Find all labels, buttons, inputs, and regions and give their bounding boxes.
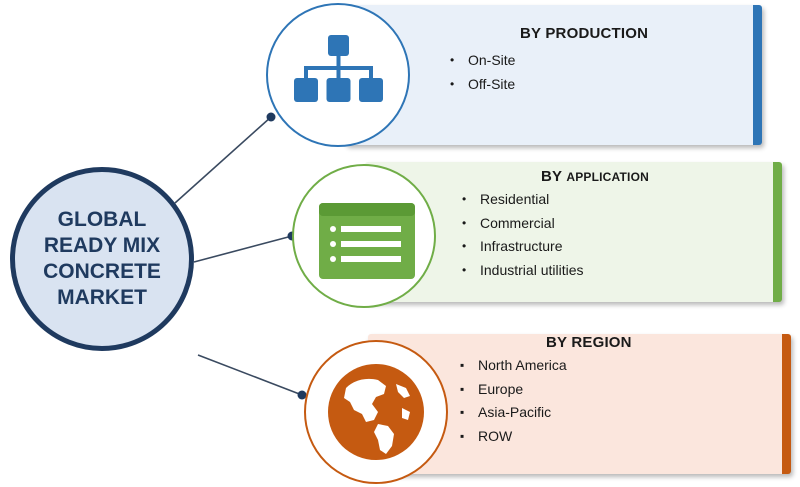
production-title: BY PRODUCTION — [520, 25, 649, 42]
application-icon-circle — [292, 164, 436, 308]
list-icon — [319, 203, 415, 279]
list-item: ▪North America — [460, 357, 567, 373]
connector-region — [197, 354, 303, 396]
list-item: ▪ROW — [460, 427, 513, 444]
region-icon-circle — [304, 340, 448, 484]
connector-dot-region — [297, 390, 307, 400]
region-list: ▪North America ▪Europe ▪Asia-Pacific ▪RO… — [460, 354, 567, 448]
list-item: •Commercial — [462, 214, 555, 231]
list-item: •Infrastructure — [462, 238, 563, 254]
list-item: •On-Site — [450, 52, 516, 68]
globe-icon — [328, 364, 424, 460]
hub-title: GLOBAL READY MIX CONCRETE MARKET — [43, 208, 161, 309]
list-item: ▪Europe — [460, 380, 524, 397]
production-list: •On-Site •Off-Site — [450, 49, 516, 96]
connector-dot-production — [266, 112, 276, 122]
hierarchy-icon — [294, 35, 383, 102]
application-title: BY APPLICATION — [541, 168, 649, 185]
list-item: •Off-Site — [450, 75, 516, 92]
production-icon-circle — [266, 3, 410, 147]
application-list: •Residential •Commercial •Infrastructure… — [462, 188, 584, 282]
list-item: ▪Asia-Pacific — [460, 404, 552, 420]
region-title: BY REGION — [546, 334, 632, 351]
production-panel: BY PRODUCTION •On-Site •Off-Site — [345, 5, 762, 145]
list-item: •Residential — [462, 191, 550, 207]
connector-application — [193, 235, 293, 263]
market-hub: GLOBAL READY MIX CONCRETE MARKET — [10, 167, 194, 351]
connector-production — [174, 116, 272, 204]
list-item: •Industrial utilities — [462, 261, 584, 278]
